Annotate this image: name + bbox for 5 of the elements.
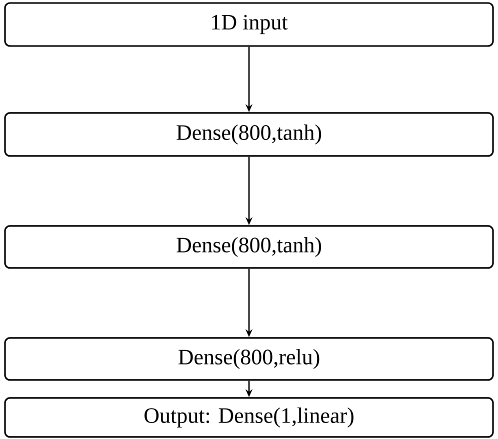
layer-box: Dense(800,tanh) (4, 225, 494, 269)
layer-box: Dense(800,relu) (4, 337, 494, 381)
layer-box: 1D input (4, 2, 494, 47)
layer-box: Dense(800,tanh) (4, 112, 494, 157)
layer-box: Output: Dense(1,linear) (4, 397, 494, 438)
